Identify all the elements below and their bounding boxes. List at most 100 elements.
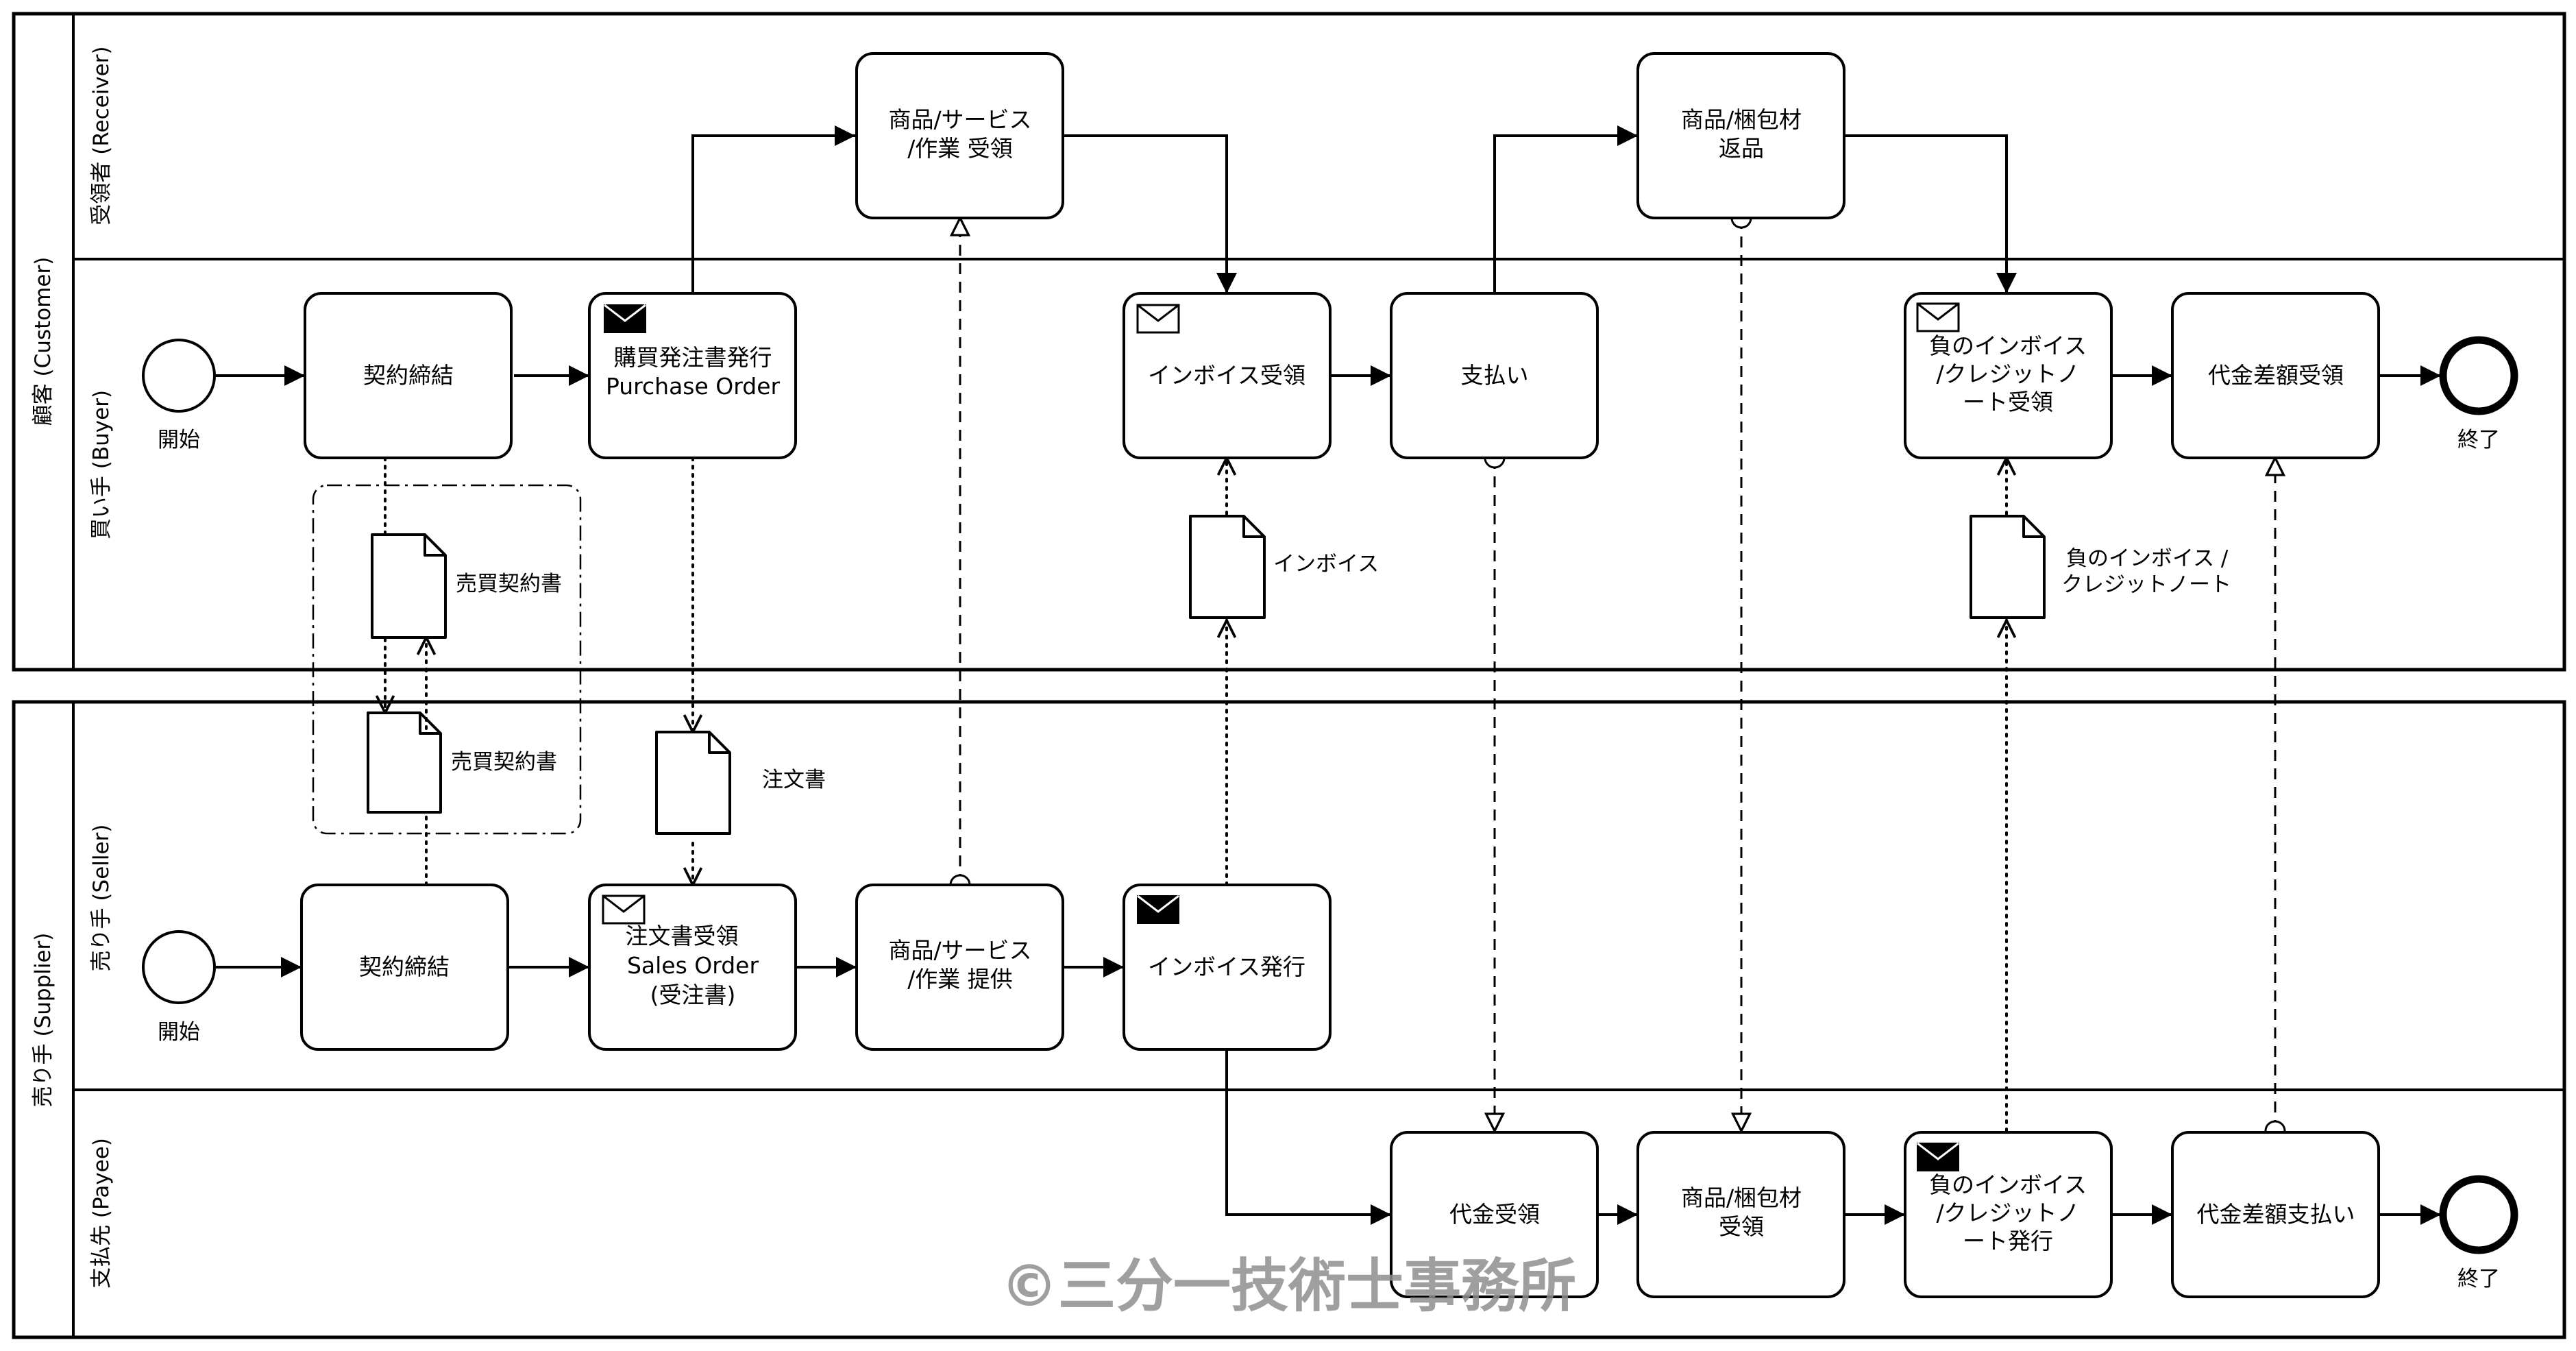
task-invoice-issue[interactable]: インボイス発行 (1123, 884, 1332, 1051)
task-diff-receive[interactable]: 代金差額受領 (2171, 292, 2380, 459)
buyer-end-event (2439, 336, 2518, 415)
seller-start-event (142, 930, 216, 1004)
lane-payee-label: 支払先 (Payee) (89, 1138, 114, 1289)
document-contract-buyer-label: 売買契約書 (456, 572, 562, 596)
task-goods-receive[interactable]: 商品/サービス/作業 受領 (855, 52, 1064, 219)
payee-end-label: 終了 (2457, 1267, 2500, 1291)
flow-goods-receive-to-invoice-receive (1064, 134, 1237, 293)
task-line: /作業 提供 (907, 966, 1013, 993)
flow-payment-to-return (1493, 125, 1638, 293)
document-icon (1970, 515, 2046, 619)
task-line: /クレジットノ (1936, 1200, 2079, 1226)
task-return[interactable]: 商品/梱包材返品 (1636, 52, 1845, 219)
svg-text:支払い: 支払い (1461, 362, 1529, 389)
svg-text:契約締結: 契約締結 (359, 953, 450, 980)
task-line: 受領 (1719, 1213, 1764, 1240)
task-return-receive[interactable]: 商品/梱包材受領 (1636, 1131, 1845, 1298)
task-line: インボイス受領 (1148, 362, 1305, 389)
document-icon (1189, 515, 1266, 619)
task-line: 商品/サービス (888, 106, 1031, 133)
document-order-label: 注文書 (762, 768, 826, 792)
svg-text:契約締結: 契約締結 (363, 362, 454, 389)
task-line: 負のインボイス (1929, 332, 2087, 359)
task-line: /作業 受領 (907, 135, 1013, 162)
payee-end-event (2439, 1175, 2518, 1254)
task-line: 代金受領 (1449, 1201, 1540, 1228)
svg-text:商品/梱包材返品: 商品/梱包材返品 (1681, 106, 1802, 162)
seller-start-label: 開始 (158, 1020, 200, 1045)
task-line: 代金差額支払い (2197, 1201, 2355, 1228)
receive-message-icon (1916, 302, 1960, 332)
task-payment[interactable]: 支払い (1390, 292, 1599, 459)
task-line: (受注書) (650, 982, 736, 1008)
task-order-receive[interactable]: 注文書受領 Sales Order (受注書) (588, 884, 797, 1051)
task-buyer-contract[interactable]: 契約締結 (304, 292, 513, 459)
task-line: 代金差額受領 (2208, 362, 2344, 389)
lane-buyer-label: 買い手 (Buyer) (89, 390, 114, 539)
svg-text:代金差額支払い: 代金差額支払い (2197, 1201, 2355, 1228)
task-seller-contract[interactable]: 契約締結 (300, 884, 509, 1051)
svg-text:代金差額受領: 代金差額受領 (2208, 362, 2344, 389)
send-message-icon (1137, 894, 1179, 924)
document-contract-seller-label: 売買契約書 (451, 750, 557, 775)
task-line: 契約締結 (363, 362, 454, 389)
svg-text:インボイス発行: インボイス発行 (1148, 953, 1305, 980)
receive-message-icon (602, 894, 646, 925)
lane-seller-label: 売り手 (Seller) (89, 825, 114, 972)
sequence-flows (216, 125, 2441, 1225)
task-line: ート受領 (1963, 389, 2053, 415)
flow-invoice-issue-to-payment-receive (1225, 1049, 1391, 1225)
document-icon (655, 731, 731, 835)
svg-text:代金受領: 代金受領 (1449, 1201, 1540, 1228)
task-line: 商品/サービス (888, 937, 1031, 964)
task-line: 支払い (1461, 362, 1529, 389)
task-payment-receive[interactable]: 代金受領 (1390, 1131, 1599, 1298)
task-invoice-receive[interactable]: インボイス受領 (1123, 292, 1332, 459)
task-goods-provide[interactable]: 商品/サービス/作業 提供 (855, 884, 1064, 1051)
lane-receiver-label: 受領者 (Receiver) (89, 46, 114, 225)
svg-text:インボイス受領: インボイス受領 (1148, 362, 1305, 389)
task-line: Sales Order (627, 952, 759, 979)
buyer-start-label: 開始 (158, 428, 200, 452)
svg-text:負のインボイス/クレジットノート受領: 負のインボイス/クレジットノート受領 (1929, 332, 2087, 415)
document-credit-note-label-2: クレジットノート (2061, 572, 2231, 597)
document-icon (371, 533, 447, 639)
task-line: Purchase Order (606, 373, 781, 400)
task-line: ート発行 (1963, 1228, 2053, 1254)
task-line: /クレジットノ (1936, 361, 2079, 387)
message-flows (960, 218, 2275, 1131)
send-message-icon (604, 304, 646, 333)
flow-po-to-goods-receive (691, 125, 855, 293)
send-message-icon (1917, 1142, 1959, 1171)
task-diff-pay[interactable]: 代金差額支払い (2171, 1131, 2380, 1298)
svg-text:商品/サービス/作業 提供: 商品/サービス/作業 提供 (888, 937, 1031, 993)
contract-group (312, 484, 582, 835)
task-line: 商品/梱包材 (1681, 106, 1802, 133)
pool-supplier-label: 売り手 (Supplier) (31, 933, 56, 1108)
task-line: 返品 (1719, 135, 1764, 162)
task-line: 負のインボイス (1929, 1171, 2087, 1198)
svg-text:商品/サービス/作業 受領: 商品/サービス/作業 受領 (888, 106, 1031, 162)
task-line: 購買発注書発行 (614, 344, 772, 371)
watermark: ©三分一技術士事務所 (1001, 1252, 1576, 1319)
document-credit-note-label-1: 負のインボイス / (2066, 546, 2229, 571)
task-line: 注文書受領 (626, 923, 739, 949)
document-icon (367, 711, 442, 814)
task-credit-issue[interactable]: 負のインボイス/クレジットノート発行 (1904, 1131, 2113, 1298)
receive-message-icon (1136, 304, 1180, 334)
task-line: インボイス発行 (1148, 953, 1305, 980)
buyer-end-label: 終了 (2457, 428, 2500, 452)
flow-return-to-credit-receive (1845, 134, 2017, 293)
buyer-start-event (142, 339, 216, 413)
task-line: 契約締結 (359, 953, 450, 980)
document-invoice-label: インボイス (1273, 552, 1379, 576)
svg-text:商品/梱包材受領: 商品/梱包材受領 (1681, 1184, 1802, 1240)
task-line: 商品/梱包材 (1681, 1184, 1802, 1211)
task-credit-receive[interactable]: 負のインボイス/クレジットノート受領 (1904, 292, 2113, 459)
pool-customer-label: 顧客 (Customer) (31, 257, 56, 426)
